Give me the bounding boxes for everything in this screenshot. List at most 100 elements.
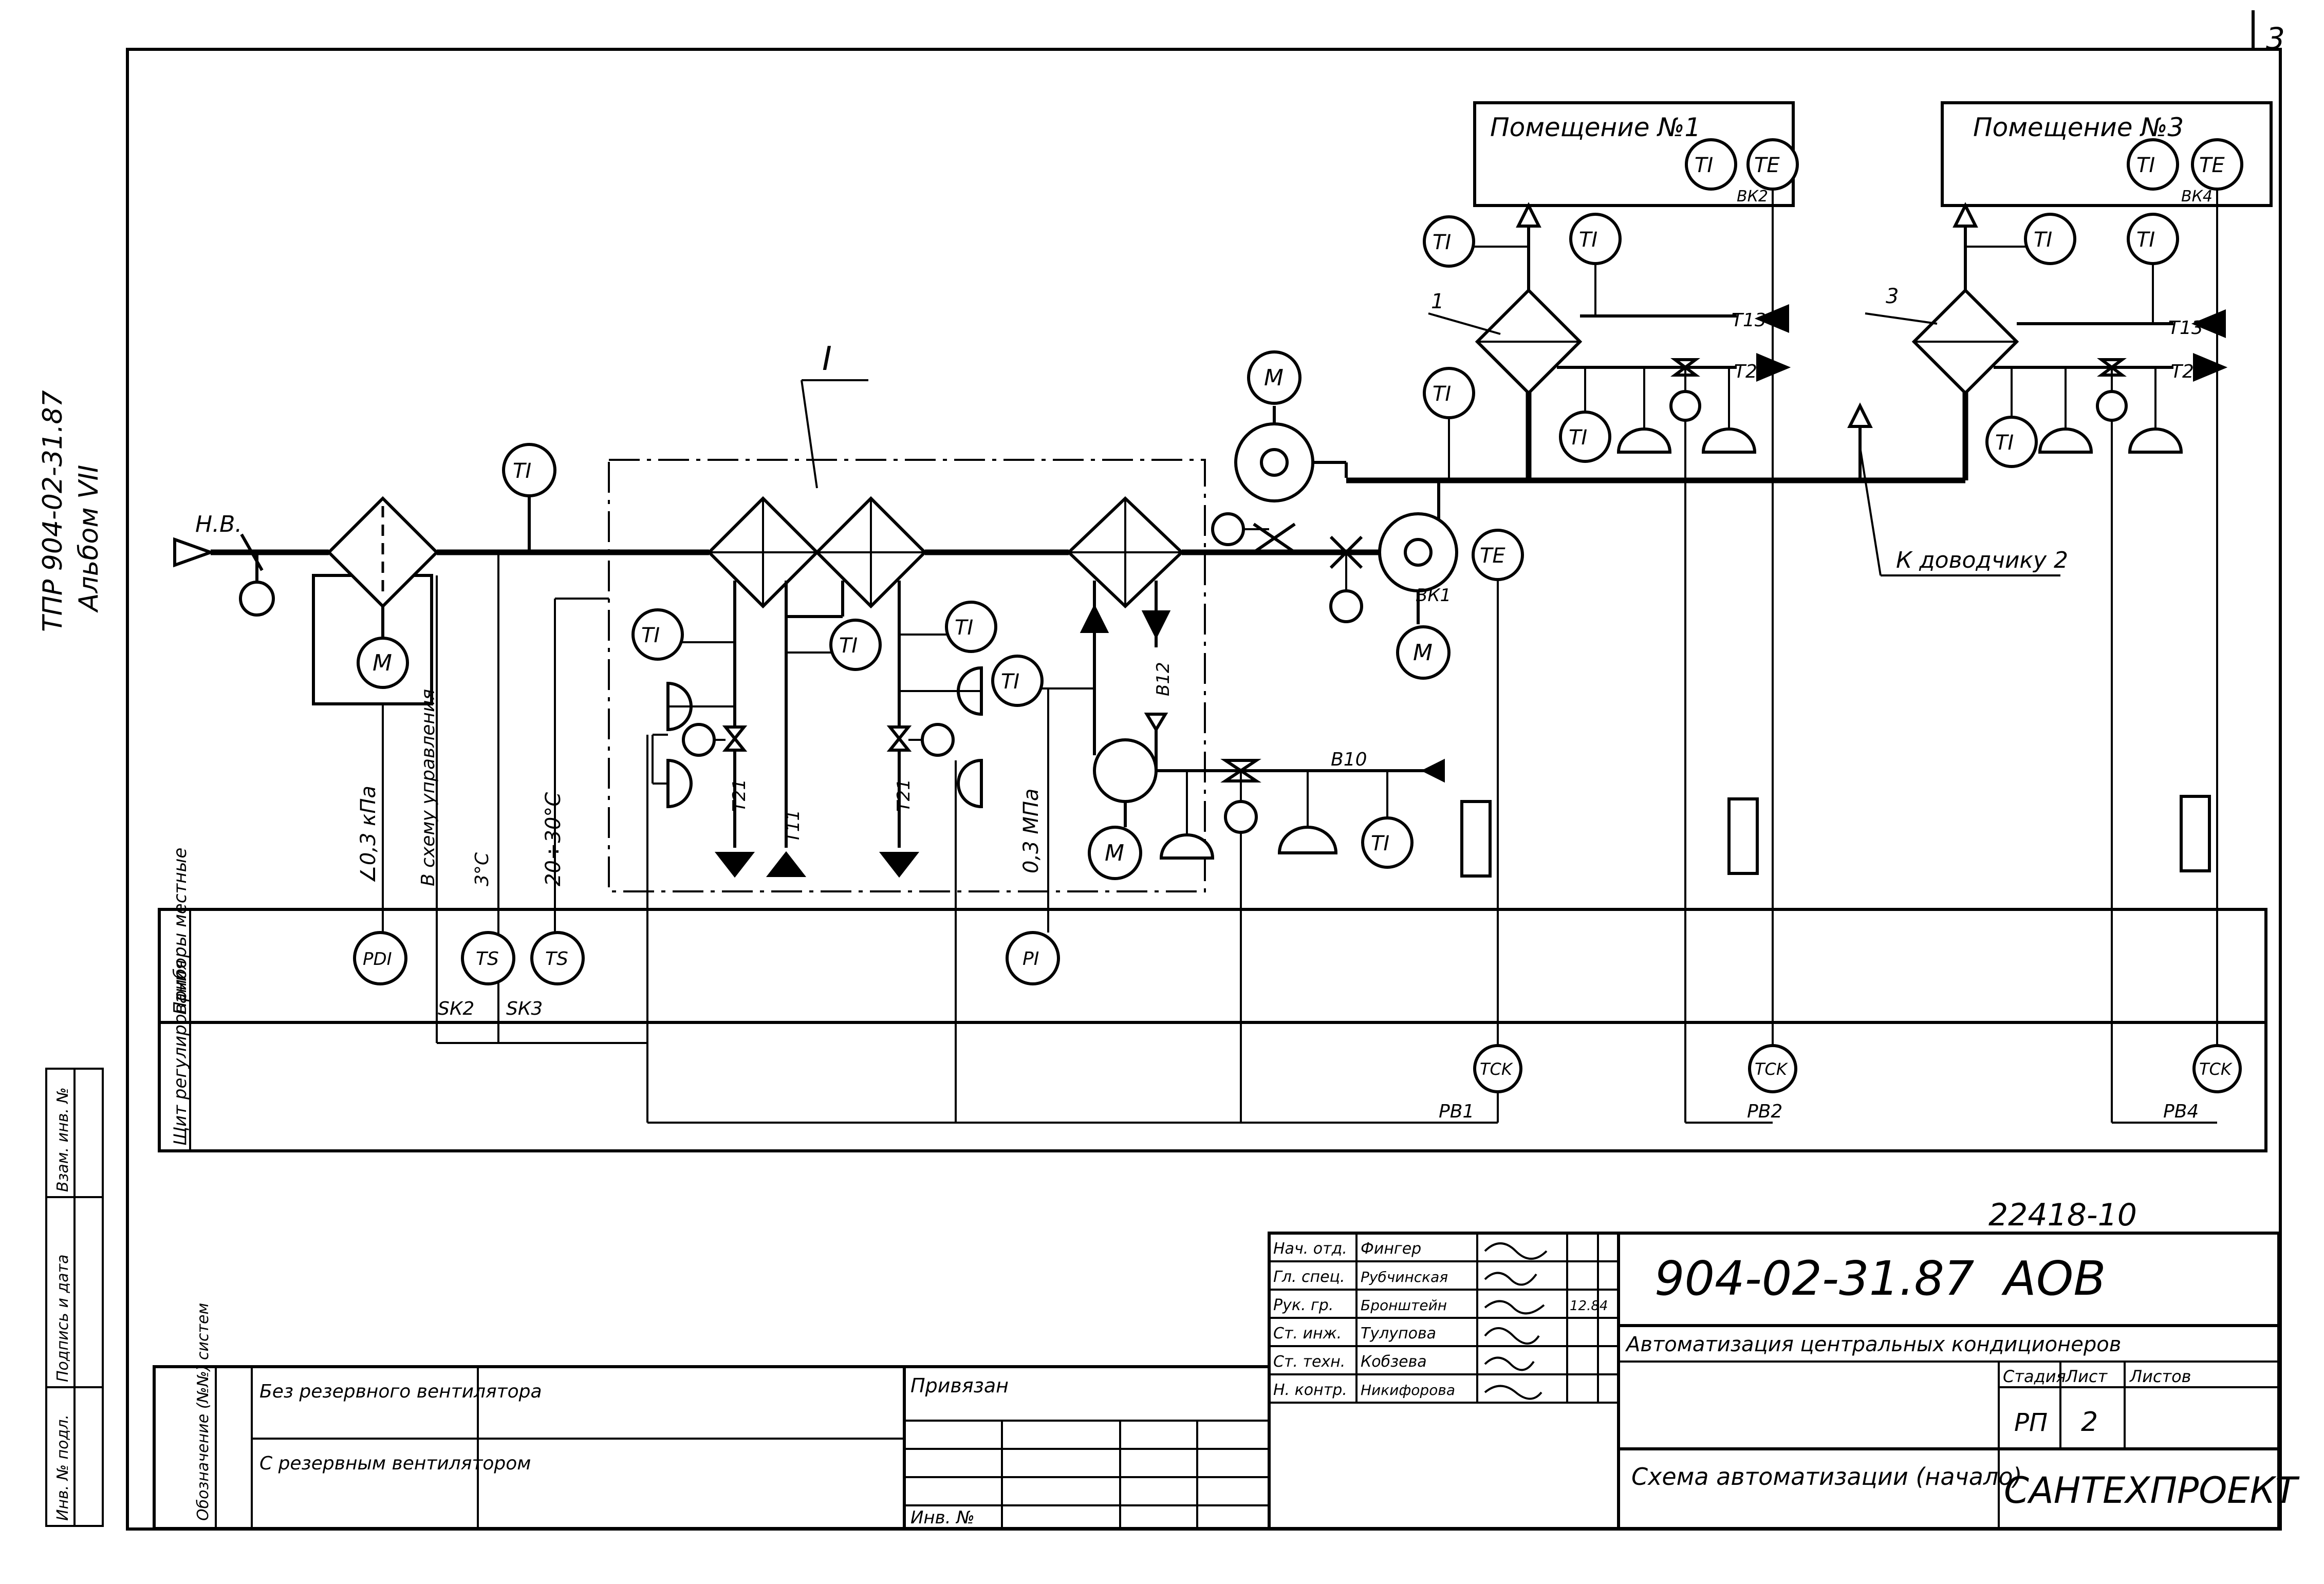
- room1-coil-ti-top: TI: [1569, 213, 1622, 265]
- sheets-header: Листов: [2129, 1367, 2191, 1386]
- header-te: TE: [1472, 529, 1524, 581]
- pdi-gauge: PDI: [353, 931, 407, 985]
- svg-text:TI: TI: [955, 616, 973, 640]
- svg-text:TI: TI: [1433, 231, 1451, 254]
- title-mark: АОВ: [2001, 1251, 2106, 1306]
- ts-sensor-2: TS: [530, 931, 585, 985]
- sheet-title: Схема автоматизации (начало): [1631, 1463, 2022, 1490]
- room3-ti: TI: [2127, 138, 2179, 191]
- label-room3-t13: Т13: [2168, 318, 2203, 339]
- svg-text:TCK: TCK: [1755, 1059, 1789, 1079]
- room-3-label: Помещение №3: [1973, 113, 2184, 142]
- svg-text:PDI: PDI: [363, 949, 392, 970]
- header-ti: TI: [1423, 367, 1475, 419]
- label-pb4: РВ4: [2163, 1101, 2199, 1122]
- label-bk1: ВК1: [1416, 585, 1451, 606]
- signature-3: [1484, 1300, 1545, 1315]
- room1-drive-1: [1616, 427, 1672, 454]
- room3-drive-2: [2128, 427, 2183, 454]
- svg-text:TI: TI: [2034, 228, 2052, 252]
- label-pressure-note: 0,3 МПа: [1019, 789, 1043, 873]
- room1-supply-ti: TI: [1423, 215, 1475, 268]
- staff-name-5: Кобзева: [1361, 1353, 1427, 1371]
- org-name: САНТЕХПРОЕКТ: [2004, 1469, 2300, 1512]
- to-closer-arrow: [1847, 402, 1873, 428]
- label-t11: Т11: [783, 810, 804, 843]
- inlet-damper: [240, 533, 264, 571]
- room3-drive-1: [2038, 427, 2093, 454]
- b10-arrow: [1421, 758, 1445, 783]
- staff-name-4: Тулупова: [1361, 1325, 1436, 1343]
- label-scheme-note: В схему управления: [418, 689, 439, 886]
- staff-role-1: Нач. отд.: [1273, 1240, 1347, 1258]
- staff-name-6: Никифорова: [1361, 1382, 1455, 1399]
- label-b10: В10: [1331, 749, 1367, 770]
- b12-arrow: [1141, 610, 1171, 640]
- cooler-water-ti: TI: [1361, 816, 1414, 869]
- staff-role-6: Н. контр.: [1273, 1381, 1347, 1399]
- controller-pb1: TCK: [1473, 1044, 1522, 1093]
- svg-text:M: M: [1264, 365, 1284, 391]
- staff-role-4: Ст. инж.: [1273, 1325, 1342, 1343]
- sheet-frame: [126, 48, 2282, 1531]
- staff-name-3: Бронштейн: [1361, 1297, 1447, 1314]
- t21-arrow-left: [714, 852, 755, 878]
- heater-supply-ti: TI: [829, 619, 882, 671]
- side-field-sign: Подпись и дата: [54, 1255, 72, 1383]
- signature-6: [1484, 1385, 1542, 1400]
- label-room1-t23: Т23: [1734, 361, 1769, 382]
- side-field-replace: Взам. инв. №: [54, 1087, 72, 1192]
- panel-box-3: [2180, 795, 2211, 872]
- label-bk2: ВК2: [1737, 188, 1768, 206]
- svg-text:TI: TI: [1371, 832, 1389, 855]
- svg-text:TI: TI: [1001, 670, 1019, 694]
- system-table: [153, 1365, 906, 1530]
- controller-pb4: TCK: [2192, 1044, 2242, 1093]
- cooler-valve-actuator: [1224, 800, 1258, 834]
- section-I-label: I: [822, 340, 832, 378]
- heater2-valve-actuator: [921, 723, 955, 757]
- panel-box-1: [1460, 800, 1492, 878]
- room3-valve-actuator: [2096, 390, 2128, 422]
- svg-text:TCK: TCK: [2199, 1059, 2233, 1079]
- filter-motor: M: [357, 637, 409, 689]
- label-pb2: РВ2: [1747, 1101, 1782, 1122]
- panel-box-2: [1727, 797, 1759, 875]
- heater1-valve: [722, 725, 748, 752]
- heater2-drive-2: [957, 758, 983, 809]
- side-stamp-line1: ТПР 904-02-31.87: [38, 390, 68, 632]
- fan-reserve-damper-actuator: [1329, 589, 1363, 623]
- room3-coil-ti-top: TI: [2127, 213, 2179, 265]
- system-row-2: С резервным вентилятором: [259, 1453, 531, 1474]
- section-I-boundary: [608, 459, 1206, 892]
- label-sk2: SК2: [438, 998, 474, 1019]
- svg-text:TI: TI: [2136, 228, 2155, 252]
- inlet-damper-actuator: [239, 581, 275, 617]
- drawing-number: 22418-10: [1988, 1197, 2137, 1233]
- title-code: 904-02-31.87: [1654, 1251, 1974, 1306]
- signature-2: [1484, 1272, 1537, 1286]
- fan-main: [1234, 422, 1348, 502]
- fan-main-motor: M: [1247, 350, 1302, 405]
- ts-sensor-1: TS: [461, 931, 515, 985]
- svg-text:TI: TI: [1995, 431, 2014, 455]
- fan-reserve-motor: M: [1396, 625, 1451, 680]
- staff-role-2: Гл. спец.: [1273, 1268, 1345, 1286]
- label-reheater-3: 3: [1886, 285, 1899, 308]
- system-row-1: Без резервного вентилятора: [259, 1381, 542, 1402]
- stage-header: Стадия: [2003, 1367, 2066, 1386]
- label-outdoor-air: Н.В.: [195, 511, 242, 537]
- heater1-drive-2: [666, 758, 693, 809]
- label-reheater-1: 1: [1431, 290, 1444, 313]
- pump-motor: M: [1088, 826, 1142, 880]
- svg-text:TI: TI: [2136, 154, 2155, 177]
- stage-value: РП: [2014, 1408, 2048, 1437]
- room3-t23-arrow: [2193, 353, 2228, 382]
- svg-text:M: M: [1413, 640, 1433, 666]
- svg-text:TI: TI: [1433, 382, 1451, 406]
- label-range-note: 20÷30°С: [542, 792, 565, 886]
- svg-text:TE: TE: [2199, 154, 2225, 177]
- system-table-header: Обозначение (№№) систем: [194, 1303, 212, 1521]
- bound-inv: Инв. №: [910, 1507, 975, 1528]
- svg-text:PI: PI: [1022, 948, 1039, 970]
